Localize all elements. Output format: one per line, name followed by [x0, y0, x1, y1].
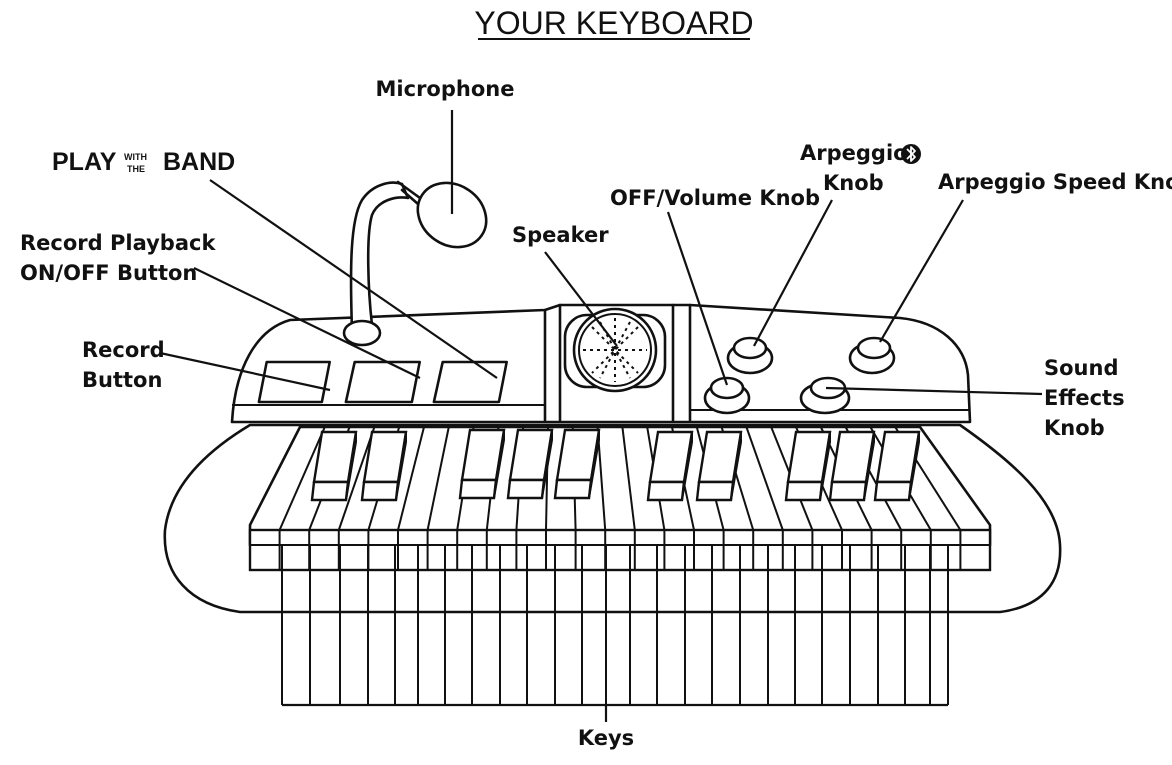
svg-text:WITH: WITH — [124, 152, 147, 162]
label-off-volume-knob: OFF/Volume Knob — [610, 186, 820, 210]
play-with-band-button[interactable] — [432, 360, 508, 404]
record-playback-button[interactable] — [344, 360, 421, 404]
label-sound-effects-3: Knob — [1044, 416, 1105, 440]
label-keys: Keys — [578, 726, 634, 750]
label-speaker: Speaker — [512, 223, 609, 247]
microphone[interactable] — [342, 170, 499, 347]
label-record-playback-1: Record Playback — [20, 231, 216, 255]
label-arpeggio-bt-2: Knob — [823, 171, 884, 195]
speaker — [563, 307, 667, 393]
diagram-title: YOUR KEYBOARD — [474, 5, 753, 41]
label-sound-effects-2: Effects — [1044, 386, 1125, 410]
svg-text:BAND: BAND — [163, 148, 235, 176]
label-microphone: Microphone — [376, 77, 515, 101]
label-record-button-1: Record — [82, 338, 165, 362]
label-record-playback-2: ON/OFF Button — [20, 261, 197, 285]
keys[interactable] — [248, 426, 992, 705]
svg-text:PLAY: PLAY — [52, 148, 117, 176]
svg-text:THE: THE — [127, 164, 145, 174]
off-volume-knob[interactable] — [703, 376, 751, 415]
leader-lines — [159, 110, 1043, 722]
arpeggio-speed-knob[interactable] — [848, 336, 896, 375]
arpeggio-bluetooth-knob[interactable] — [726, 336, 774, 375]
label-record-button-2: Button — [82, 368, 162, 392]
label-arpeggio-bt-1: Arpeggio/ — [800, 141, 916, 165]
label-arpeggio-speed-knob: Arpeggio Speed Knob — [938, 170, 1172, 194]
label-play-with-band: PLAY WITH THE BAND — [52, 148, 235, 176]
label-sound-effects-1: Sound — [1044, 356, 1118, 380]
bluetooth-icon — [901, 144, 921, 164]
